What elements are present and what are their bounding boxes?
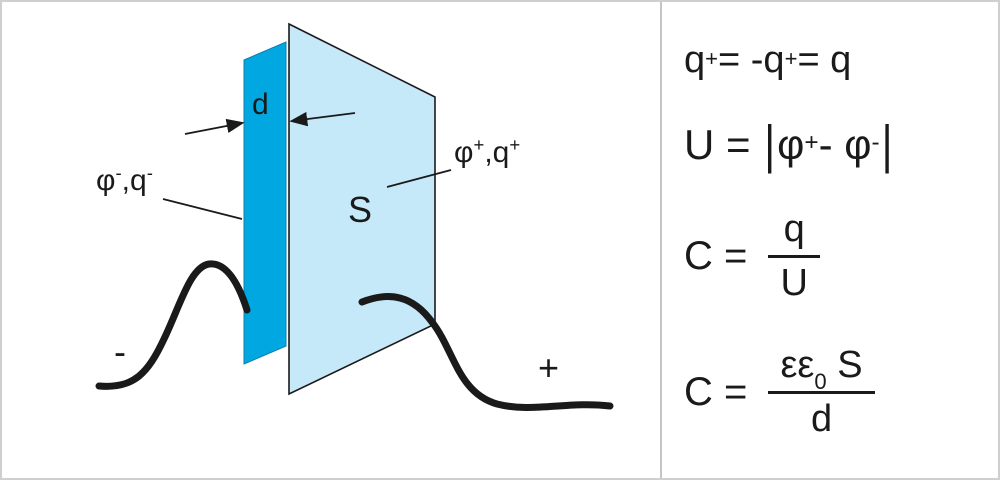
left-q-sup: - [146, 162, 153, 183]
left-wire [95, 260, 251, 390]
charge-tail: = q [797, 39, 852, 82]
minus-terminal-label: - [114, 331, 126, 372]
plate-area-label: S [348, 189, 373, 230]
d-arrow-right [289, 111, 356, 127]
cap1-denominator: U [768, 254, 820, 305]
capacitor-diagram: d φ-,q- φ+,q+ S - + [2, 2, 660, 478]
right-q: ,q [484, 136, 510, 169]
voltage-mid: - φ [818, 121, 872, 169]
abs-bar-close: | [881, 115, 893, 174]
plus-terminal-label: + [538, 347, 560, 388]
pane-divider [660, 2, 662, 478]
epsilon-zero-sub: 0 [814, 369, 827, 395]
capacitor-drawing [95, 22, 614, 411]
voltage-lhs: U = [684, 121, 763, 169]
charge-mid: = -q [718, 39, 785, 82]
left-label-leader-line [162, 198, 243, 220]
d-arrow-left [184, 118, 245, 135]
right-q-sup: + [509, 134, 521, 155]
right-phi: φ [454, 136, 474, 169]
abs-bar-open: | [764, 115, 776, 174]
right-phi-sup: + [473, 134, 485, 155]
epsilon-symbols: εε [780, 343, 815, 386]
left-phi-sup: - [115, 162, 122, 183]
charge-equation: q+= -q+= q [684, 39, 852, 82]
right-label-leader-line [386, 169, 452, 188]
area-symbol: S [826, 343, 863, 386]
cap1-numerator: q [783, 207, 805, 250]
cap2-numerator: εε0 S [768, 343, 874, 395]
left-phi: φ [96, 164, 116, 197]
charge-q1: q [684, 39, 706, 82]
left-plate-label: φ-,q- [96, 163, 153, 197]
cap2-denominator: d [768, 390, 875, 441]
d-distance-label: d [252, 88, 269, 121]
dark-plate [243, 41, 287, 365]
voltage-phi1: φ [777, 121, 805, 169]
right-plate-label: φ+,q+ [454, 135, 520, 169]
cap2-lhs: C = [684, 369, 759, 414]
left-q: ,q [121, 164, 147, 197]
cap1-lhs: C = [684, 233, 759, 278]
voltage-equation: U = |φ+- φ-| [684, 115, 893, 174]
right-wire [358, 293, 614, 411]
